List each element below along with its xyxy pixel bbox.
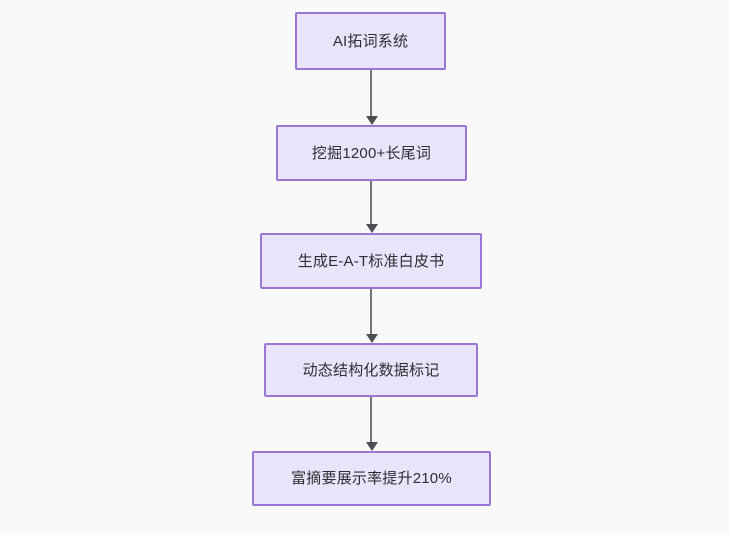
flow-node-rich-snippet-impression-lift[interactable]: 富摘要展示率提升210%: [252, 451, 491, 506]
flow-node-label: 富摘要展示率提升210%: [291, 470, 452, 487]
flow-node-label: 生成E-A-T标准白皮书: [297, 252, 445, 270]
flow-node-label: 动态结构化数据标记: [302, 361, 440, 379]
arrowhead-icon: [366, 442, 378, 451]
edge-line: [370, 70, 372, 118]
flow-node-mine-longtail-keywords[interactable]: 挖掘1200+长尾词: [276, 125, 467, 181]
flow-node-ai-keyword-system[interactable]: AI拓词系统: [295, 12, 446, 70]
arrowhead-icon: [366, 116, 378, 125]
arrowhead-icon: [366, 224, 378, 233]
arrowhead-icon: [366, 334, 378, 343]
flow-node-generate-eat-whitepaper[interactable]: 生成E-A-T标准白皮书: [260, 233, 482, 289]
flow-node-dynamic-structured-data-markup[interactable]: 动态结构化数据标记: [264, 343, 478, 397]
flow-node-label: 挖掘1200+长尾词: [311, 144, 432, 162]
edge-line: [370, 397, 372, 444]
edge-line: [370, 289, 372, 336]
flow-node-label: AI拓词系统: [332, 32, 409, 50]
edge-line: [370, 181, 372, 226]
